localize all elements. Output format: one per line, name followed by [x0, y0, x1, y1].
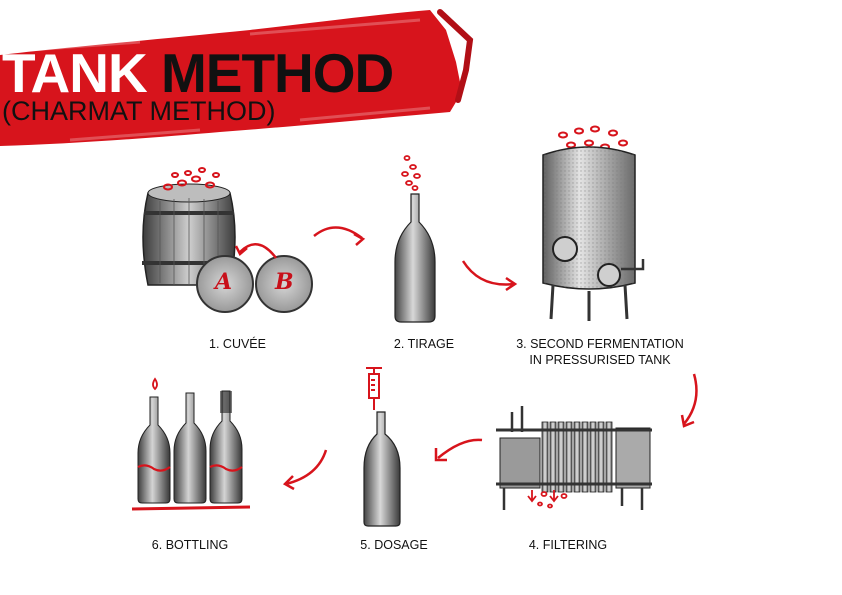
- dosage-syringe-icon: [366, 367, 382, 410]
- pressurised-tank-icon: [542, 125, 645, 321]
- dosage-bottle-icon: [363, 411, 401, 527]
- flow-arrow-2-icon: [461, 260, 518, 292]
- disc-label-b: B: [275, 269, 294, 295]
- bottling-bottles-icon: [131, 377, 251, 511]
- brush-stroke-banner: [0, 9, 474, 146]
- step-label-second-fermentation-line1: 3. SECOND FERMENTATION: [516, 337, 684, 351]
- page-title: TANK METHOD: [2, 46, 394, 101]
- blend-arrow-icon: [234, 243, 277, 259]
- disc-label-a: A: [215, 269, 233, 295]
- step-label-cuvee: 1. CUVÉE: [209, 337, 266, 351]
- flow-arrow-4-icon: [434, 438, 483, 462]
- cuvee-disc-b: B: [255, 255, 313, 313]
- step-label-second-fermentation: 3. SECOND FERMENTATION IN PRESSURISED TA…: [495, 336, 705, 368]
- step-label-bottling: 6. BOTTLING: [151, 538, 229, 552]
- page-subtitle: (CHARMAT METHOD): [2, 96, 276, 126]
- filter-press-icon: [496, 406, 652, 510]
- flow-arrow-1-icon: [313, 226, 366, 246]
- flow-arrow-5-icon: [282, 449, 328, 491]
- tirage-bottle-icon: [394, 155, 436, 323]
- step-label-filtering: 4. FILTERING: [528, 538, 608, 552]
- step-label-tirage: 2. TIRAGE: [393, 337, 455, 351]
- flow-arrow-3-icon: [680, 373, 698, 428]
- step-label-dosage: 5. DOSAGE: [360, 538, 428, 552]
- step-label-second-fermentation-line2: IN PRESSURISED TANK: [529, 353, 671, 367]
- title-word-method: METHOD: [160, 42, 394, 104]
- cuvee-disc-a: A: [196, 255, 254, 313]
- title-word-tank: TANK: [2, 42, 148, 104]
